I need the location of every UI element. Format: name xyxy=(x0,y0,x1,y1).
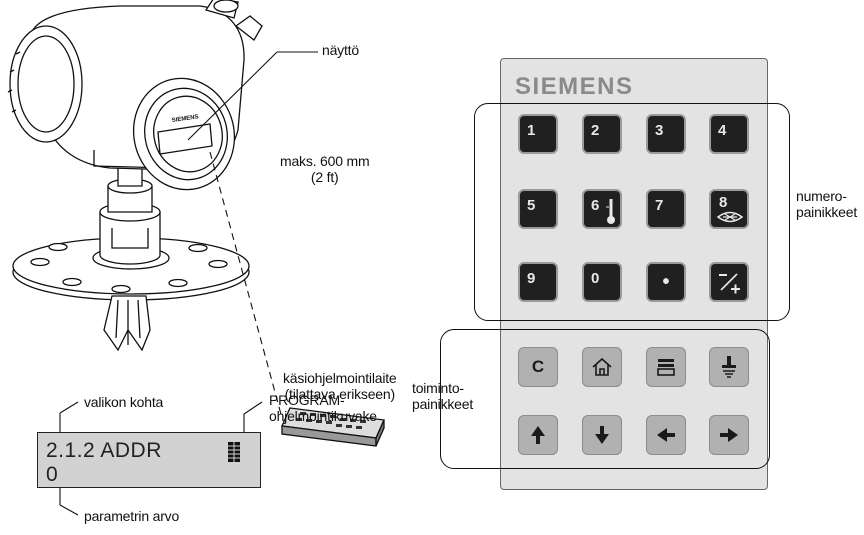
label-programmer: käsiohjelmointilaite (tilattava erikseen… xyxy=(283,370,397,402)
key-3[interactable]: 3 xyxy=(646,114,686,154)
ir-dashed-line xyxy=(209,151,283,419)
key-8[interactable]: 8 xyxy=(709,189,749,229)
key-7[interactable]: 7 xyxy=(646,189,686,229)
program-icon xyxy=(228,442,240,462)
key-2[interactable]: 2 xyxy=(582,114,622,154)
lcd-parameter-value: 0 xyxy=(46,463,58,486)
key-1[interactable]: 1 xyxy=(518,114,558,154)
key-arrow-right[interactable] xyxy=(709,415,749,455)
label-function-keys: toiminto- painikkeet xyxy=(412,380,474,412)
display-leader xyxy=(187,51,278,141)
key-4[interactable]: 4 xyxy=(709,114,749,154)
function-keys-bracket xyxy=(440,329,770,469)
arrow-left-icon xyxy=(657,428,675,442)
label-display: näyttö xyxy=(322,42,359,58)
key-clear[interactable]: C xyxy=(518,347,558,387)
key-arrow-down[interactable] xyxy=(582,415,622,455)
numeric-keys-bracket xyxy=(474,103,790,321)
key-negative[interactable] xyxy=(709,262,749,302)
keypad-brand: SIEMENS xyxy=(515,73,634,100)
key-tag[interactable] xyxy=(709,347,749,387)
key-0[interactable]: 0 xyxy=(582,262,622,302)
key-arrow-left[interactable] xyxy=(646,415,686,455)
arrow-right-icon xyxy=(720,428,738,442)
key-6[interactable]: 6 xyxy=(582,189,622,229)
home-icon xyxy=(592,357,612,376)
label-numeric-keys: numero- painikkeet xyxy=(796,188,858,220)
label-distance: maks. 600 mm (2 ft) xyxy=(280,153,370,185)
lcd-display: 2.1.2 ADDR 0 xyxy=(37,432,261,488)
device-face-brand: SIEMENS xyxy=(171,114,199,124)
arrow-up-icon xyxy=(531,426,545,444)
key-arrow-up[interactable] xyxy=(518,415,558,455)
mode-icon xyxy=(657,359,675,376)
echo-icon xyxy=(716,211,744,223)
handheld-programmer-keypad: SIEMENS 1 2 3 4 5 6 7 8 9 0 • C xyxy=(500,58,768,490)
label-menu-item: valikon kohta xyxy=(84,394,164,410)
key-5[interactable]: 5 xyxy=(518,189,558,229)
key-9[interactable]: 9 xyxy=(518,262,558,302)
key-home[interactable] xyxy=(582,347,622,387)
key-decimal[interactable]: • xyxy=(646,262,686,302)
arrow-down-icon xyxy=(595,426,609,444)
lcd-menu-item: 2.1.2 ADDR xyxy=(46,439,162,462)
key-mode[interactable] xyxy=(646,347,686,387)
label-parameter-value: parametrin arvo xyxy=(84,508,180,524)
thermometer-icon xyxy=(606,199,615,224)
label-program-icon: PROGRAM- ohjelmointikuvake xyxy=(269,392,377,424)
minus-plus-icon xyxy=(719,273,740,294)
tag-icon xyxy=(722,356,736,378)
